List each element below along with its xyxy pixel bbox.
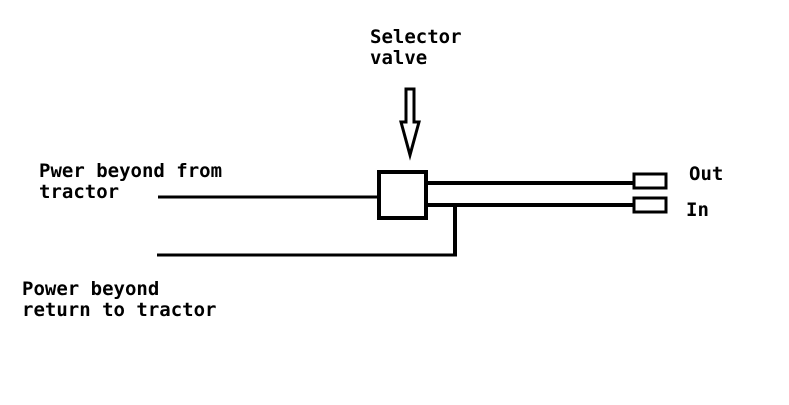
selector-valve-label: Selector valve [370, 26, 462, 69]
power-return-label: Power beyond return to tractor [22, 278, 217, 321]
out-label: Out [689, 163, 724, 185]
in-label: In [686, 199, 709, 221]
out-coupler [632, 172, 668, 190]
selector-valve-box [377, 170, 428, 220]
in-coupler [632, 196, 668, 214]
power-from-label: Pwer beyond from tractor [39, 160, 223, 203]
down-arrow-icon [399, 87, 421, 161]
